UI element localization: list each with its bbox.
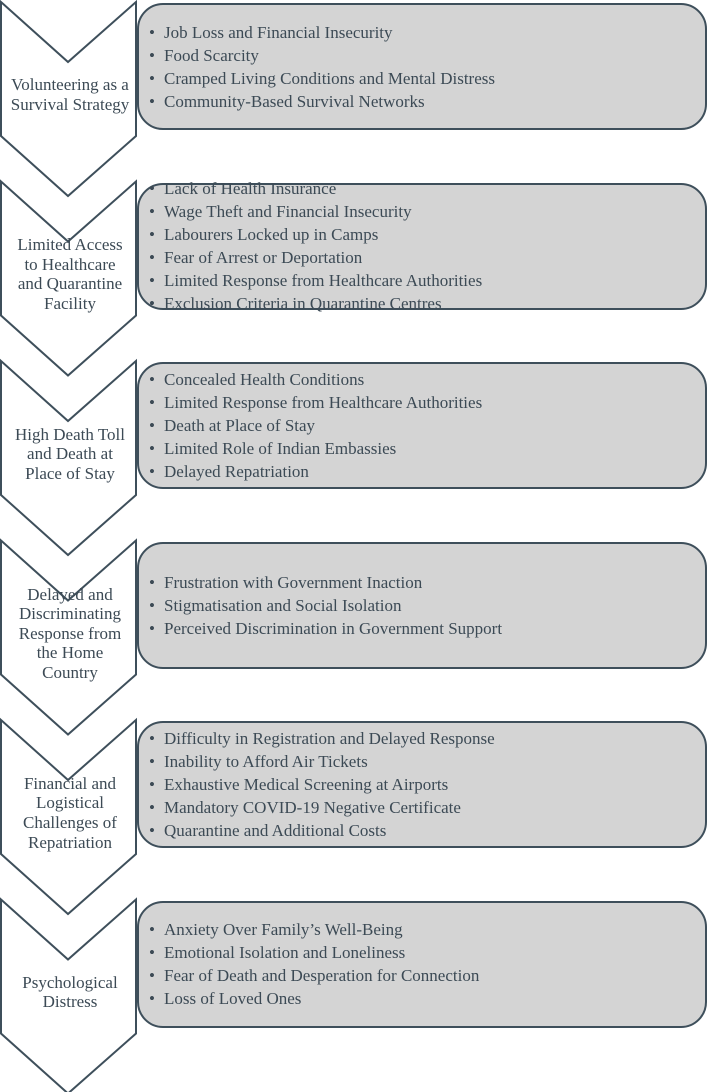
stage-items-box: Lack of Health InsuranceWage Theft and F…	[137, 177, 707, 315]
list-item: Wage Theft and Financial Insecurity	[149, 200, 705, 223]
list-item: Inability to Afford Air Tickets	[149, 750, 705, 773]
stage-label-line: Challenges of	[23, 812, 117, 832]
stage-items-list: Lack of Health InsuranceWage Theft and F…	[139, 177, 705, 315]
stage-label-line: Repatriation	[27, 832, 113, 852]
list-item: Stigmatisation and Social Isolation	[149, 594, 705, 617]
stage-items-box: Frustration with Government InactionStig…	[137, 541, 707, 669]
stage-label-line: Delayed and	[27, 584, 113, 604]
stage-label-line: High Death Toll	[15, 424, 125, 444]
list-item: Exhaustive Medical Screening at Airports	[149, 773, 705, 796]
stage-label-line: and Death at	[27, 444, 113, 464]
stage-label-line: Financial and	[23, 773, 117, 793]
list-item: Loss of Loved Ones	[149, 987, 705, 1010]
list-item: Mandatory COVID-19 Negative Certificate	[149, 796, 705, 819]
list-item: Labourers Locked up in Camps	[149, 223, 705, 246]
stage-label-line: Volunteering as a	[11, 75, 129, 95]
stage-label-line: Place of Stay	[25, 463, 115, 483]
stage-label-line: Country	[42, 662, 98, 682]
stage-label-line: Survival Strategy	[10, 94, 130, 114]
list-item: Community-Based Survival Networks	[149, 90, 705, 113]
list-item: Cramped Living Conditions and Mental Dis…	[149, 67, 705, 90]
list-item: Limited Role of Indian Embassies	[149, 437, 705, 460]
stage-label-line: Psychological	[22, 972, 118, 992]
stage-items-box: Anxiety Over Family’s Well-BeingEmotiona…	[137, 900, 707, 1028]
list-item: Limited Response from Healthcare Authori…	[149, 269, 705, 292]
stage-label-line: Facility	[44, 294, 96, 314]
list-item: Fear of Death and Desperation for Connec…	[149, 964, 705, 987]
stage-items-list: Concealed Health ConditionsLimited Respo…	[139, 368, 705, 483]
stage-label-line: Logistical	[36, 793, 104, 813]
stage-items-list: Frustration with Government InactionStig…	[139, 571, 705, 640]
list-item: Death at Place of Stay	[149, 414, 705, 437]
stage-items-box: Concealed Health ConditionsLimited Respo…	[137, 362, 707, 489]
stage-label-line: and Quarantine	[17, 274, 123, 294]
list-item: Concealed Health Conditions	[149, 368, 705, 391]
list-item: Delayed Repatriation	[149, 460, 705, 483]
stage-items-list: Difficulty in Registration and Delayed R…	[139, 727, 705, 842]
stage-label-line: Discriminating	[19, 604, 121, 624]
stage-items-list: Anxiety Over Family’s Well-BeingEmotiona…	[139, 918, 705, 1010]
list-item: Food Scarcity	[149, 44, 705, 67]
list-item: Anxiety Over Family’s Well-Being	[149, 918, 705, 941]
stage-items-list: Job Loss and Financial InsecurityFood Sc…	[139, 21, 705, 113]
list-item: Limited Response from Healthcare Authori…	[149, 391, 705, 414]
stage-items-box: Job Loss and Financial InsecurityFood Sc…	[137, 3, 707, 130]
stage-label-line: the Home	[36, 643, 104, 663]
list-item: Emotional Isolation and Loneliness	[149, 941, 705, 964]
list-item: Quarantine and Additional Costs	[149, 819, 705, 842]
stage-label-line: to Healthcare	[24, 254, 116, 274]
list-item: Frustration with Government Inaction	[149, 571, 705, 594]
list-item: Difficulty in Registration and Delayed R…	[149, 727, 705, 750]
list-item: Job Loss and Financial Insecurity	[149, 21, 705, 44]
list-item: Exclusion Criteria in Quarantine Centres	[149, 292, 705, 315]
stage-label-line: Distress	[42, 992, 98, 1012]
list-item: Lack of Health Insurance	[149, 177, 705, 200]
stage-items-box: Difficulty in Registration and Delayed R…	[137, 721, 707, 848]
list-item: Fear of Arrest or Deportation	[149, 246, 705, 269]
stage-label-line: Limited Access	[17, 235, 123, 255]
stage-label-line: Response from	[18, 623, 122, 643]
list-item: Perceived Discrimination in Government S…	[149, 617, 705, 640]
